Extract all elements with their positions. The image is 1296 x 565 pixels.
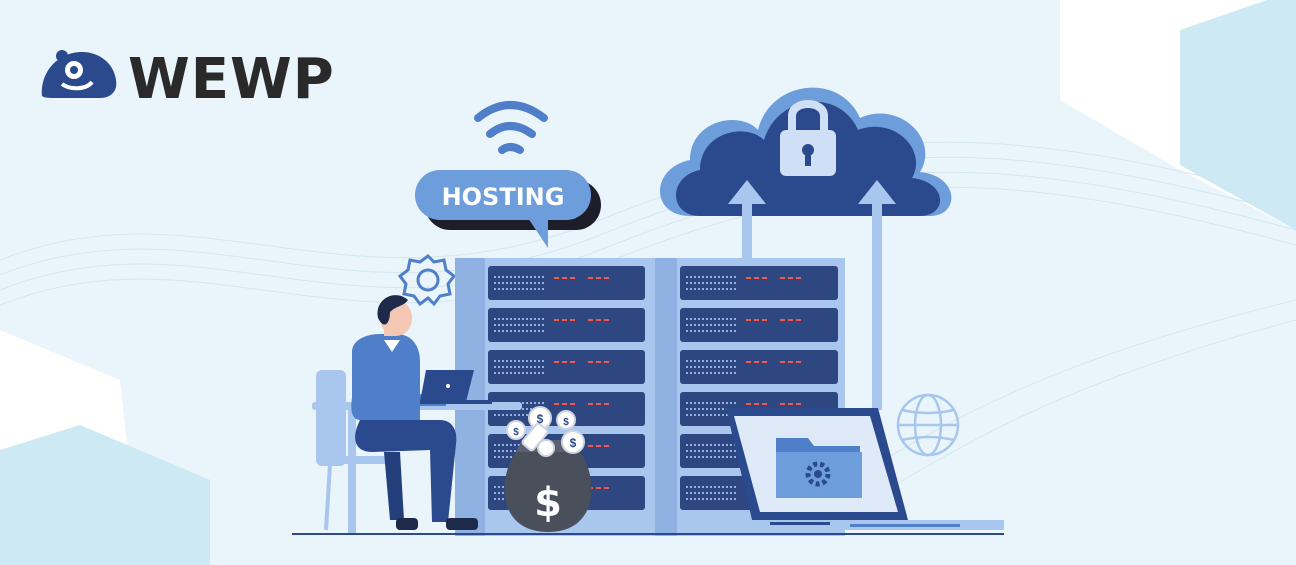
svg-text:$: $	[534, 480, 562, 526]
gear-icon	[397, 254, 457, 307]
server-unit	[680, 308, 838, 342]
hosting-speech-bubble: HOSTING	[415, 170, 601, 248]
svg-text:$: $	[537, 412, 544, 426]
wifi-icon	[474, 101, 548, 154]
server-unit	[488, 350, 645, 384]
laptop-folder-illustration	[726, 408, 1004, 530]
cloud-lock-icon	[660, 87, 952, 216]
svg-text:$: $	[570, 436, 577, 450]
elephant-logo-icon	[41, 50, 117, 98]
server-unit	[680, 266, 838, 300]
svg-text:$: $	[563, 417, 569, 428]
folder-gear-icon	[776, 438, 862, 498]
server-unit	[488, 308, 645, 342]
brand-wordmark: WEWP	[128, 47, 335, 112]
globe-icon	[896, 393, 960, 457]
bg-hexagon-bottom-left	[0, 425, 210, 565]
brand-logo[interactable]: WEWP	[41, 47, 335, 112]
server-unit	[488, 266, 645, 300]
coins: $ $ $ $	[506, 406, 585, 457]
dollar-bag-icon: $ $ $ $ $	[504, 406, 592, 532]
person-at-desk	[312, 295, 522, 534]
svg-text:$: $	[513, 427, 519, 438]
upload-arrows	[728, 180, 896, 410]
hosting-label: HOSTING	[442, 183, 565, 211]
server-unit	[488, 392, 645, 426]
server-unit	[680, 350, 838, 384]
bg-wave-lines	[0, 141, 1296, 501]
bg-hexagon-right	[1180, 0, 1296, 230]
